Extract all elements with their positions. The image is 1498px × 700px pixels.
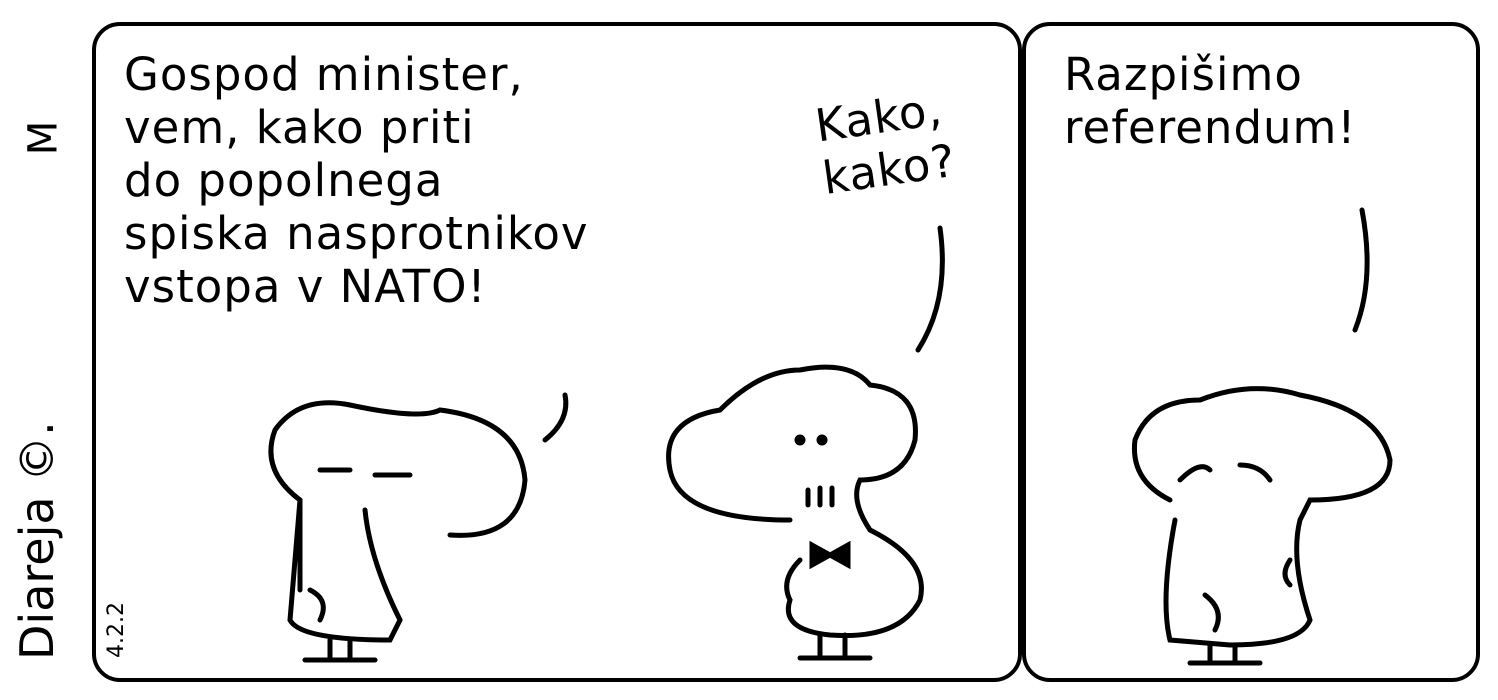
speech-tail-1 <box>542 392 569 443</box>
character-minister <box>666 364 924 661</box>
date-mark: 4.2.2 <box>104 602 129 658</box>
comic-panel-2: Razpišimo referendum! <box>1022 22 1480 682</box>
comic-panel-1: Gospod minister, vem, kako priti do popo… <box>92 22 1022 682</box>
speech-tail-3 <box>1352 207 1370 333</box>
speech-advisor-2: Razpišimo referendum! <box>1064 48 1357 154</box>
character-advisor-right <box>1131 386 1393 666</box>
speech-advisor: Gospod minister, vem, kako priti do popo… <box>124 48 589 313</box>
speech-tail-2 <box>915 225 945 353</box>
character-advisor-left <box>268 400 528 663</box>
